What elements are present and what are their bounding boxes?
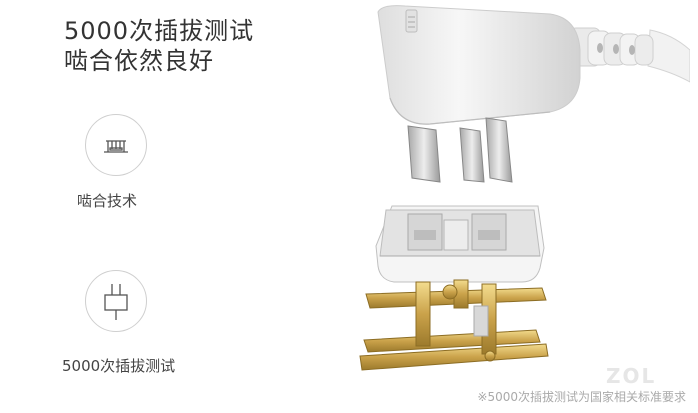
footnote: ※5000次插拔测试为国家相关标准要求 xyxy=(477,390,686,404)
terminal-contact-icon xyxy=(104,140,128,153)
headline: 5000次插拔测试 啮合依然良好 xyxy=(64,16,254,76)
headline-line-2: 啮合依然良好 xyxy=(64,47,214,75)
zol-watermark: ZOL xyxy=(606,364,657,388)
headline-line-1: 5000次插拔测试 xyxy=(64,17,255,45)
plug-cable xyxy=(569,27,690,83)
brand-logo-icon xyxy=(405,9,418,33)
plug-socket-illustration xyxy=(359,5,690,371)
plug-pins xyxy=(407,117,513,183)
feature-label-plug-test: 5000次插拔测试 xyxy=(62,357,176,375)
brass-terminals xyxy=(359,279,549,371)
plug-icon xyxy=(104,284,128,320)
socket-face xyxy=(375,205,545,283)
plug-body xyxy=(377,5,581,125)
feature-label-meshing: 啮合技术 xyxy=(77,192,138,210)
feature-plug-test xyxy=(85,270,147,332)
feature-meshing-tech xyxy=(85,114,147,176)
